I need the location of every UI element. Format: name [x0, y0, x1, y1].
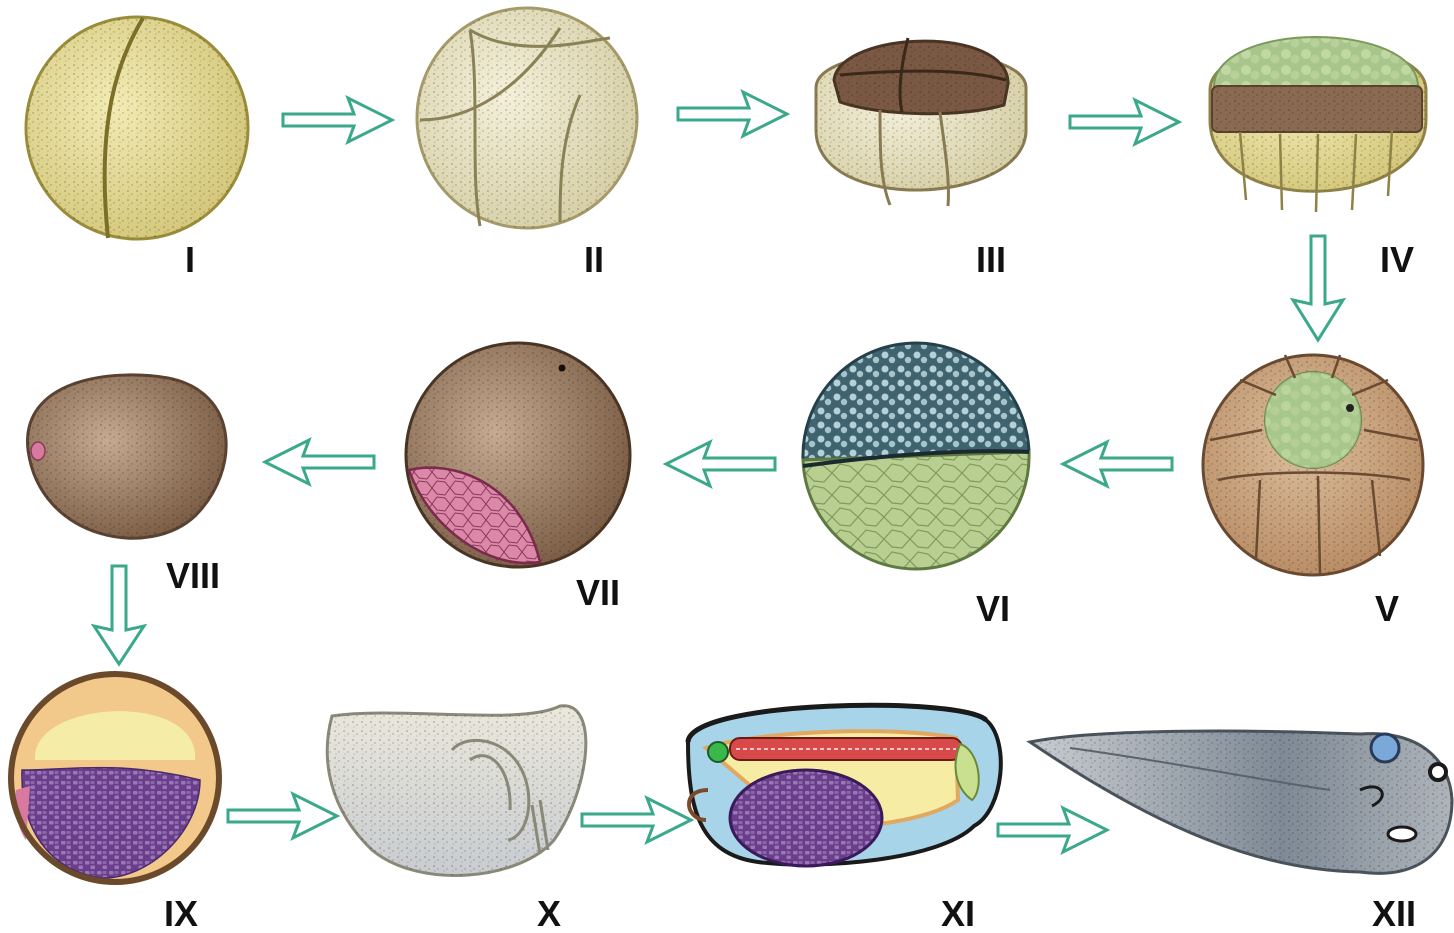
stage-II-embryo	[417, 8, 637, 228]
arrow-VII-to-VIII	[265, 440, 374, 484]
stage-label-VIII: VIII	[166, 555, 220, 596]
stage-label-X: X	[537, 893, 561, 933]
stage-label-IV: IV	[1380, 239, 1414, 280]
arrow-I-to-II	[283, 98, 392, 142]
stage-X-embryo	[327, 706, 586, 876]
stage-label-I: I	[185, 239, 195, 280]
stage-IX-embryo	[11, 674, 219, 882]
arrow-II-to-III	[678, 92, 787, 136]
stage-III-embryo	[816, 38, 1026, 206]
stage-label-XI: XI	[941, 893, 975, 933]
stage-label-IX: IX	[164, 893, 198, 933]
arrow-VI-to-VII	[666, 442, 775, 486]
stage-label-III: III	[976, 239, 1006, 280]
stage-label-II: II	[584, 239, 604, 280]
stage-XII-embryo	[1030, 731, 1452, 873]
stage-VI-embryo	[803, 343, 1029, 569]
arrow-III-to-IV	[1070, 100, 1179, 144]
stage-label-VI: VI	[976, 588, 1010, 629]
arrow-IV-to-V	[1293, 236, 1343, 340]
arrow-XI-to-XII	[998, 808, 1107, 852]
arrow-X-to-XI	[582, 798, 691, 842]
arrow-VIII-to-IX	[94, 566, 144, 664]
stage-VIII-embryo	[28, 375, 227, 538]
stage-XI-embryo	[688, 705, 1001, 866]
stage-V-embryo	[1203, 355, 1423, 575]
stage-label-XII: XII	[1372, 893, 1416, 933]
stage-label-VII: VII	[576, 572, 620, 613]
arrow-IX-to-X	[228, 794, 337, 838]
arrow-V-to-VI	[1063, 442, 1172, 486]
stage-IV-embryo	[1210, 37, 1426, 212]
stage-VII-embryo	[406, 343, 630, 567]
stage-label-V: V	[1375, 588, 1399, 629]
stage-I-embryo	[26, 17, 248, 239]
